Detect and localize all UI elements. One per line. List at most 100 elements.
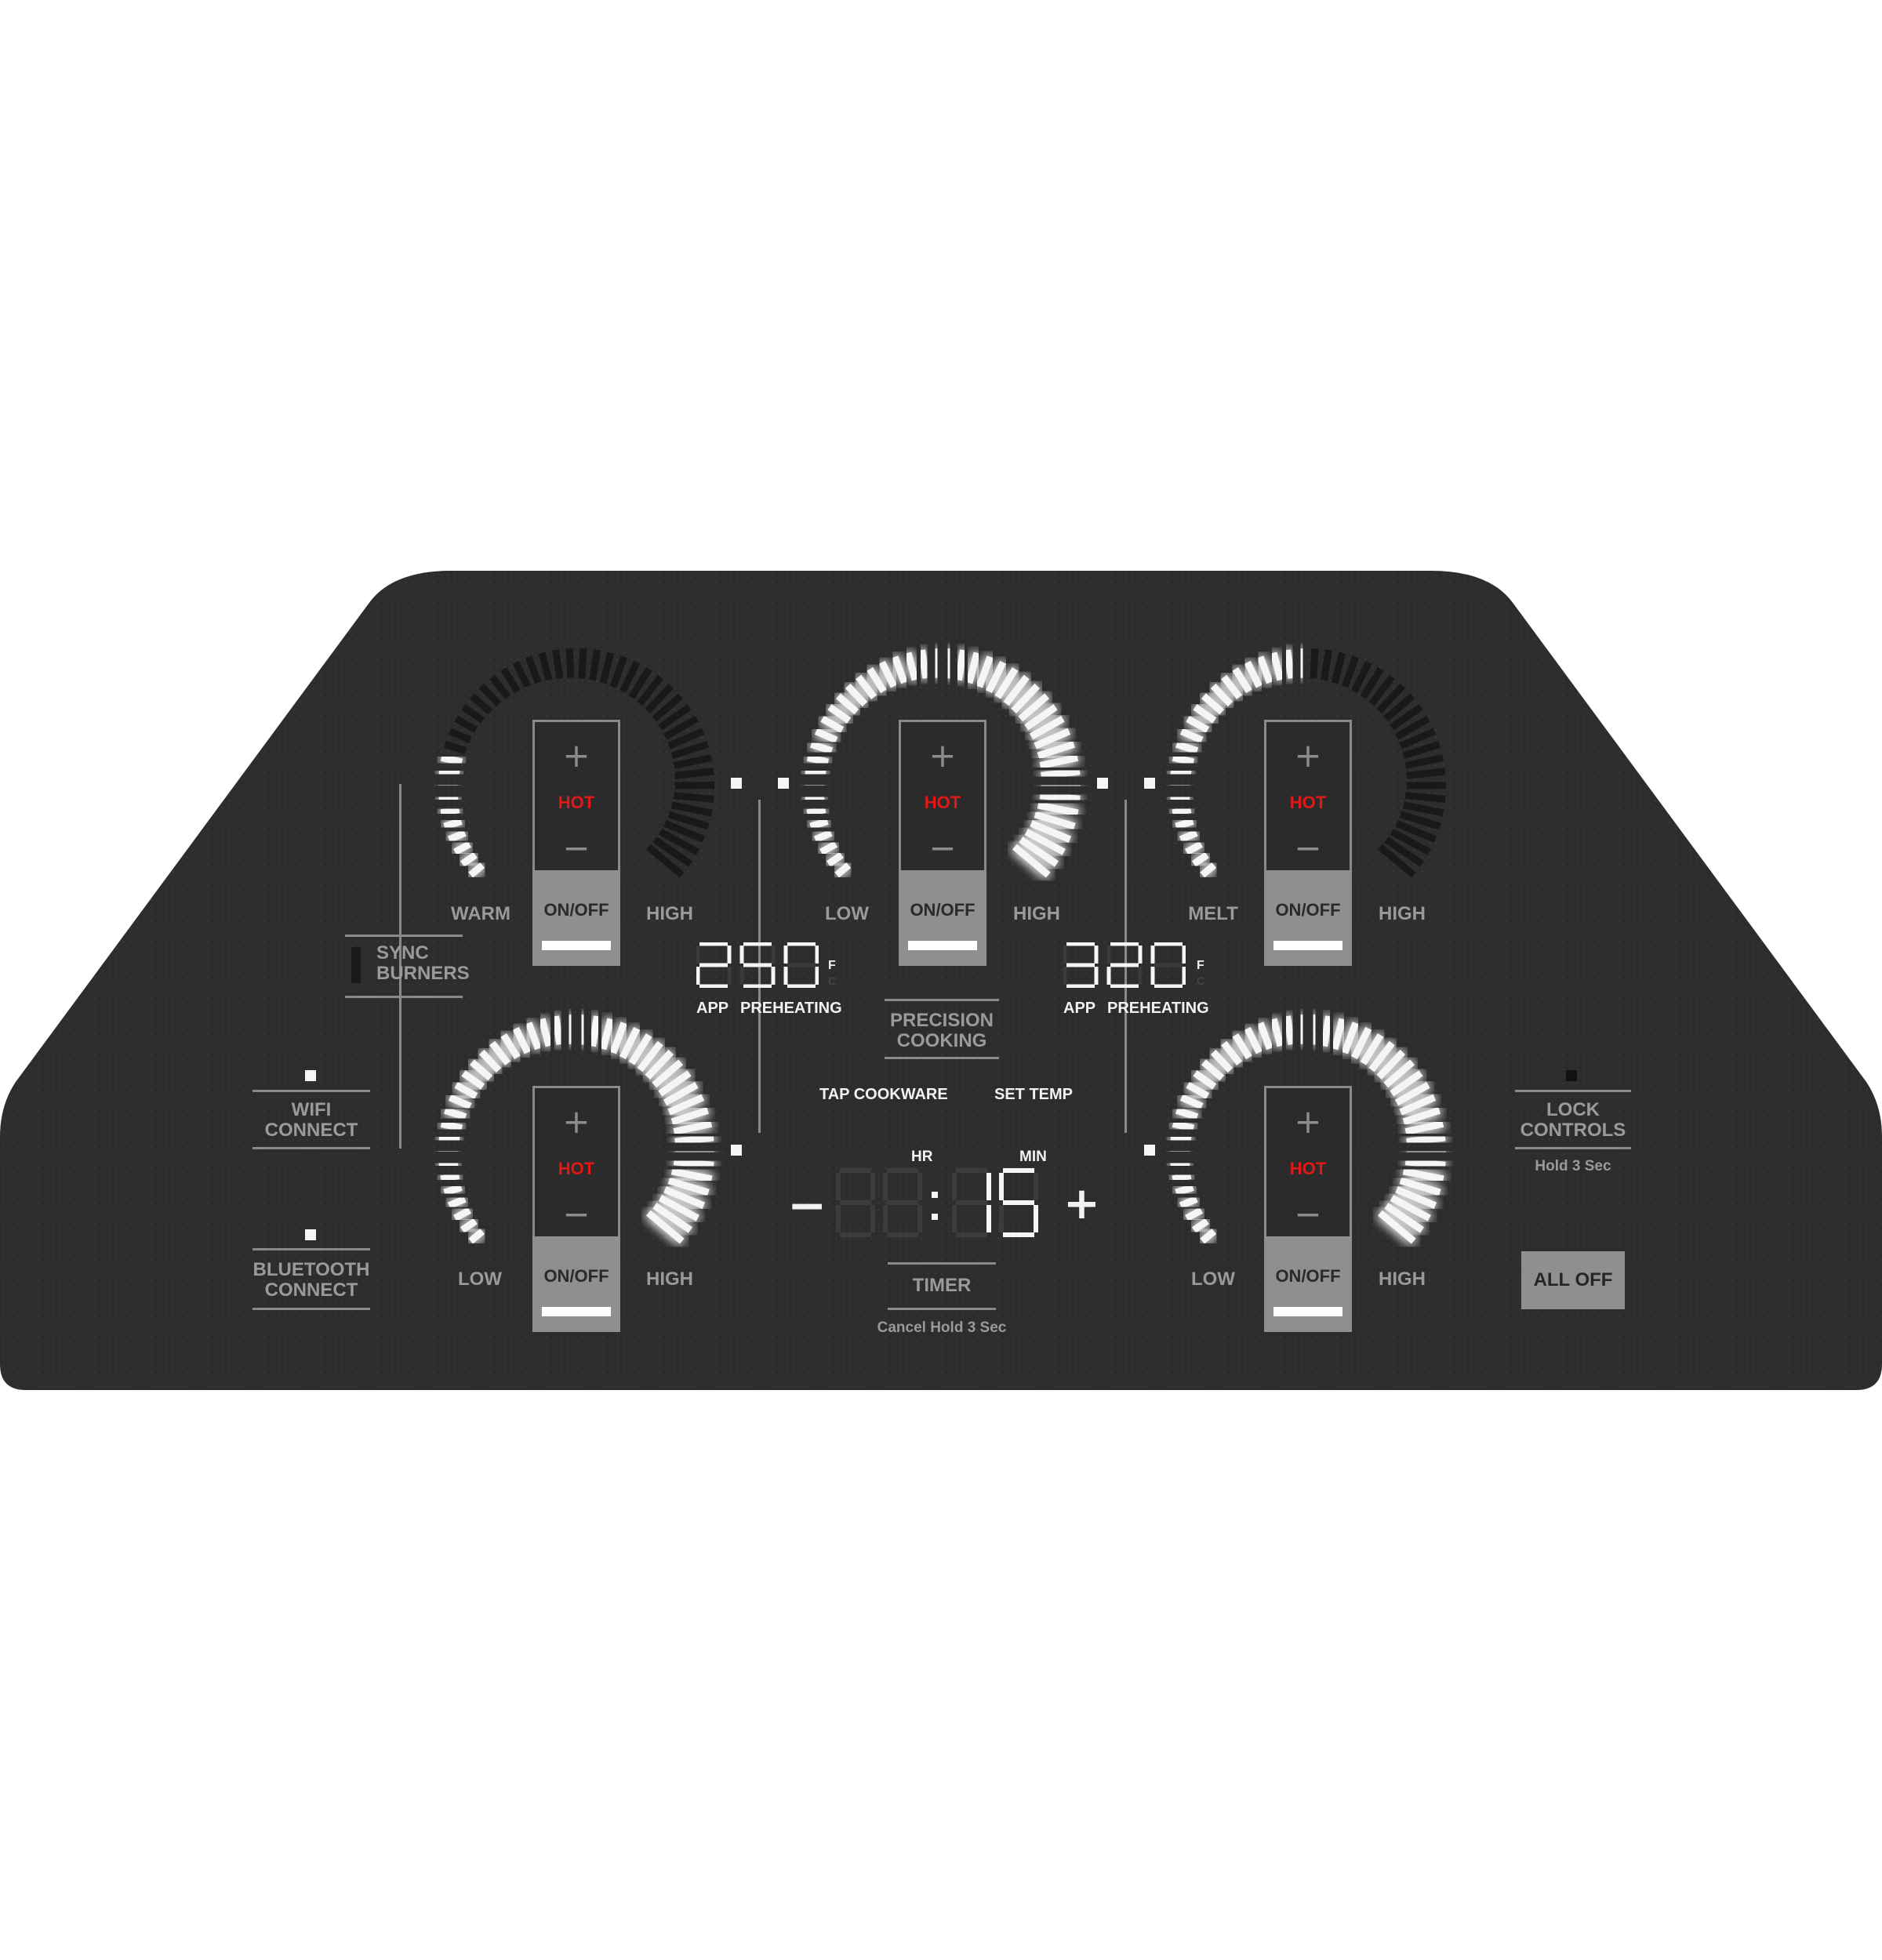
bluetooth-connect-button[interactable]: BLUETOOTH CONNECT [253, 1251, 370, 1306]
burner-right-front-level-segment [1179, 1094, 1204, 1110]
burner-left-rear-on-indicator [542, 941, 611, 950]
burner-right-rear-level-segment [1394, 715, 1430, 740]
lock-label-line1: LOCK [1546, 1099, 1600, 1120]
tap-cookware-label[interactable]: TAP COOKWARE [819, 1086, 948, 1103]
burner-right-front-level-segment [1185, 1207, 1204, 1221]
burner-left-rear-increase-button[interactable]: + [562, 736, 590, 775]
burner-left-rear-onoff-button[interactable]: ON/OFF [532, 870, 620, 966]
burner-left-rear-level-segment [443, 818, 463, 830]
burner-right-rear-level-segment [1310, 648, 1319, 679]
burner-center-level-segment [878, 660, 897, 688]
burner-left-front-min-label: LOW [458, 1269, 502, 1290]
burner-center-level-segment [806, 753, 830, 766]
burner-right-rear-level-segment [1175, 741, 1199, 754]
all-off-button[interactable]: ALL OFF [1521, 1251, 1625, 1309]
burner-right-rear-increase-button[interactable]: + [1294, 736, 1322, 775]
burner-right-front-decrease-button[interactable]: − [1294, 1195, 1322, 1233]
burner-right-rear-level-segment [1193, 704, 1217, 724]
burner-right-rear-on-indicator [1273, 941, 1342, 950]
timer-button[interactable]: TIMER [912, 1275, 972, 1296]
burner-right-front-level-segment [1310, 1014, 1319, 1045]
timer-plus-button[interactable]: + [1063, 1178, 1100, 1229]
burner-left-front-level-segment [512, 1026, 531, 1054]
burner-left-rear-level-segment [667, 811, 710, 830]
burner-center-level-segment [856, 674, 877, 700]
burner-center-level-segment [806, 805, 827, 817]
burner-right-front-level-segment [1232, 1033, 1252, 1060]
burner-center-level-segment [1024, 704, 1058, 731]
burner-right-rear-level-segment [1399, 811, 1441, 830]
wifi-label-line1: WIFI [291, 1099, 332, 1120]
link-dot-right-rear [1144, 778, 1155, 789]
wifi-connect-button[interactable]: WIFI CONNECT [253, 1093, 370, 1143]
burner-left-rear-level-segment [663, 715, 699, 740]
burner-right-front-onoff-label: ON/OFF [1275, 1266, 1341, 1286]
burner-right-front-on-indicator [1273, 1307, 1342, 1316]
burner-left-front-level-segment [609, 1022, 628, 1054]
burner-center-level-segment [819, 840, 838, 855]
burner-right-rear-level-segment [1402, 801, 1444, 817]
burner-left-rear-level-segment [658, 828, 699, 855]
sync-burners-button[interactable]: SYNC BURNERS [345, 938, 470, 993]
burner-center-level-segment [1018, 693, 1050, 722]
burner-left-rear-level-segment [444, 741, 467, 754]
burner-right-rear-level-segment [1185, 840, 1204, 855]
lock-controls-button[interactable]: LOCK CONTROLS [1515, 1093, 1631, 1143]
burner-center-level-segment [1034, 728, 1071, 750]
burner-left-front-onoff-button[interactable]: ON/OFF [532, 1236, 620, 1332]
burner-right-front-level-segment [1383, 1059, 1415, 1088]
burner-left-front-level-segment [489, 1040, 511, 1066]
burner-center-increase-button[interactable]: + [928, 736, 957, 775]
burner-right-front-level-segment [1244, 1026, 1263, 1054]
burner-right-front-onoff-button[interactable]: ON/OFF [1264, 1236, 1352, 1332]
burner-left-rear-level-segment [578, 648, 587, 679]
burner-right-front-level-segment [1172, 1120, 1195, 1132]
burner-center-decrease-button[interactable]: − [928, 829, 957, 867]
burner-left-front-level-segment [440, 1120, 463, 1132]
burner-left-rear-level-segment [628, 667, 652, 699]
temp-right-status-label: PREHEATING [1107, 1000, 1209, 1017]
burner-right-rear-hot-indicator: HOT [1289, 793, 1327, 812]
burner-left-rear-level-segment [469, 693, 493, 715]
burner-right-front-hot-indicator: HOT [1289, 1159, 1327, 1178]
burner-center-onoff-button[interactable]: ON/OFF [899, 870, 986, 966]
burner-center-level-segment [835, 693, 859, 715]
burner-center-hot-indicator: HOT [924, 793, 961, 812]
burner-left-front-increase-button[interactable]: + [562, 1102, 590, 1141]
burner-right-front-level-segment [1376, 1049, 1406, 1080]
burner-center-level-segment [976, 655, 994, 688]
burner-right-rear-level-segment [1395, 820, 1437, 843]
bluetooth-indicator [305, 1229, 316, 1240]
burner-right-rear-level-segment [1186, 715, 1210, 734]
burner-left-rear-level-segment [468, 862, 485, 878]
burner-center-level-segment [820, 715, 845, 734]
burner-left-rear-decrease-button[interactable]: − [562, 829, 590, 867]
precision-label-line1: PRECISION [889, 1010, 994, 1031]
burner-left-front-level-segment [663, 1186, 706, 1209]
timer-minus-button[interactable]: − [787, 1178, 827, 1233]
burner-right-front-level-segment [1191, 1218, 1209, 1233]
lock-label-line2: CONTROLS [1520, 1120, 1626, 1141]
burner-left-front-level-segment [443, 1184, 463, 1196]
burner-right-rear-level-segment [1221, 674, 1243, 700]
burner-right-front-level-segment [1210, 1049, 1233, 1073]
burner-left-front-level-segment [552, 1015, 564, 1045]
burner-left-rear-level-segment [438, 768, 460, 778]
burner-center-level-segment [1039, 753, 1079, 769]
burner-right-rear-onoff-button[interactable]: ON/OFF [1264, 870, 1352, 966]
burner-left-rear-level-segment [448, 728, 472, 744]
burner-center-level-segment [1012, 844, 1051, 878]
burner-right-rear-level-segment [1321, 649, 1332, 681]
burner-right-front-increase-button[interactable]: + [1294, 1102, 1322, 1141]
burner-left-rear-control: + HOT − ON/OFF [532, 720, 620, 966]
set-temp-label[interactable]: SET TEMP [994, 1086, 1074, 1103]
burner-right-front-level-segment [1384, 1203, 1425, 1233]
burner-center-level-segment [994, 667, 1019, 699]
burner-right-rear-level-segment [1200, 862, 1217, 878]
precision-cooking-button[interactable]: PRECISION COOKING [885, 1002, 999, 1057]
burner-right-front-level-segment [1394, 1081, 1430, 1106]
burner-right-front-level-segment [1404, 1120, 1444, 1135]
burner-right-front-level-segment [1172, 1171, 1192, 1183]
burner-left-front-decrease-button[interactable]: − [562, 1195, 590, 1233]
burner-right-rear-decrease-button[interactable]: − [1294, 829, 1322, 867]
